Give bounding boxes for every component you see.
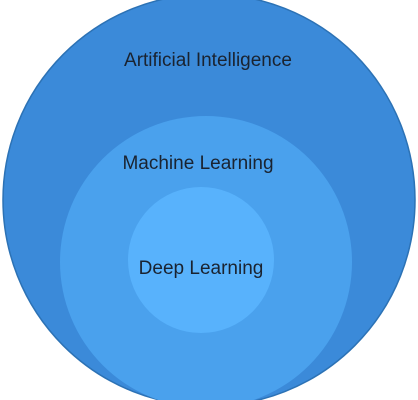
deep-learning-circle [128, 187, 274, 333]
artificial-intelligence-label: Artificial Intelligence [124, 50, 292, 71]
deep-learning-label: Deep Learning [139, 258, 264, 279]
machine-learning-label: Machine Learning [122, 153, 273, 174]
